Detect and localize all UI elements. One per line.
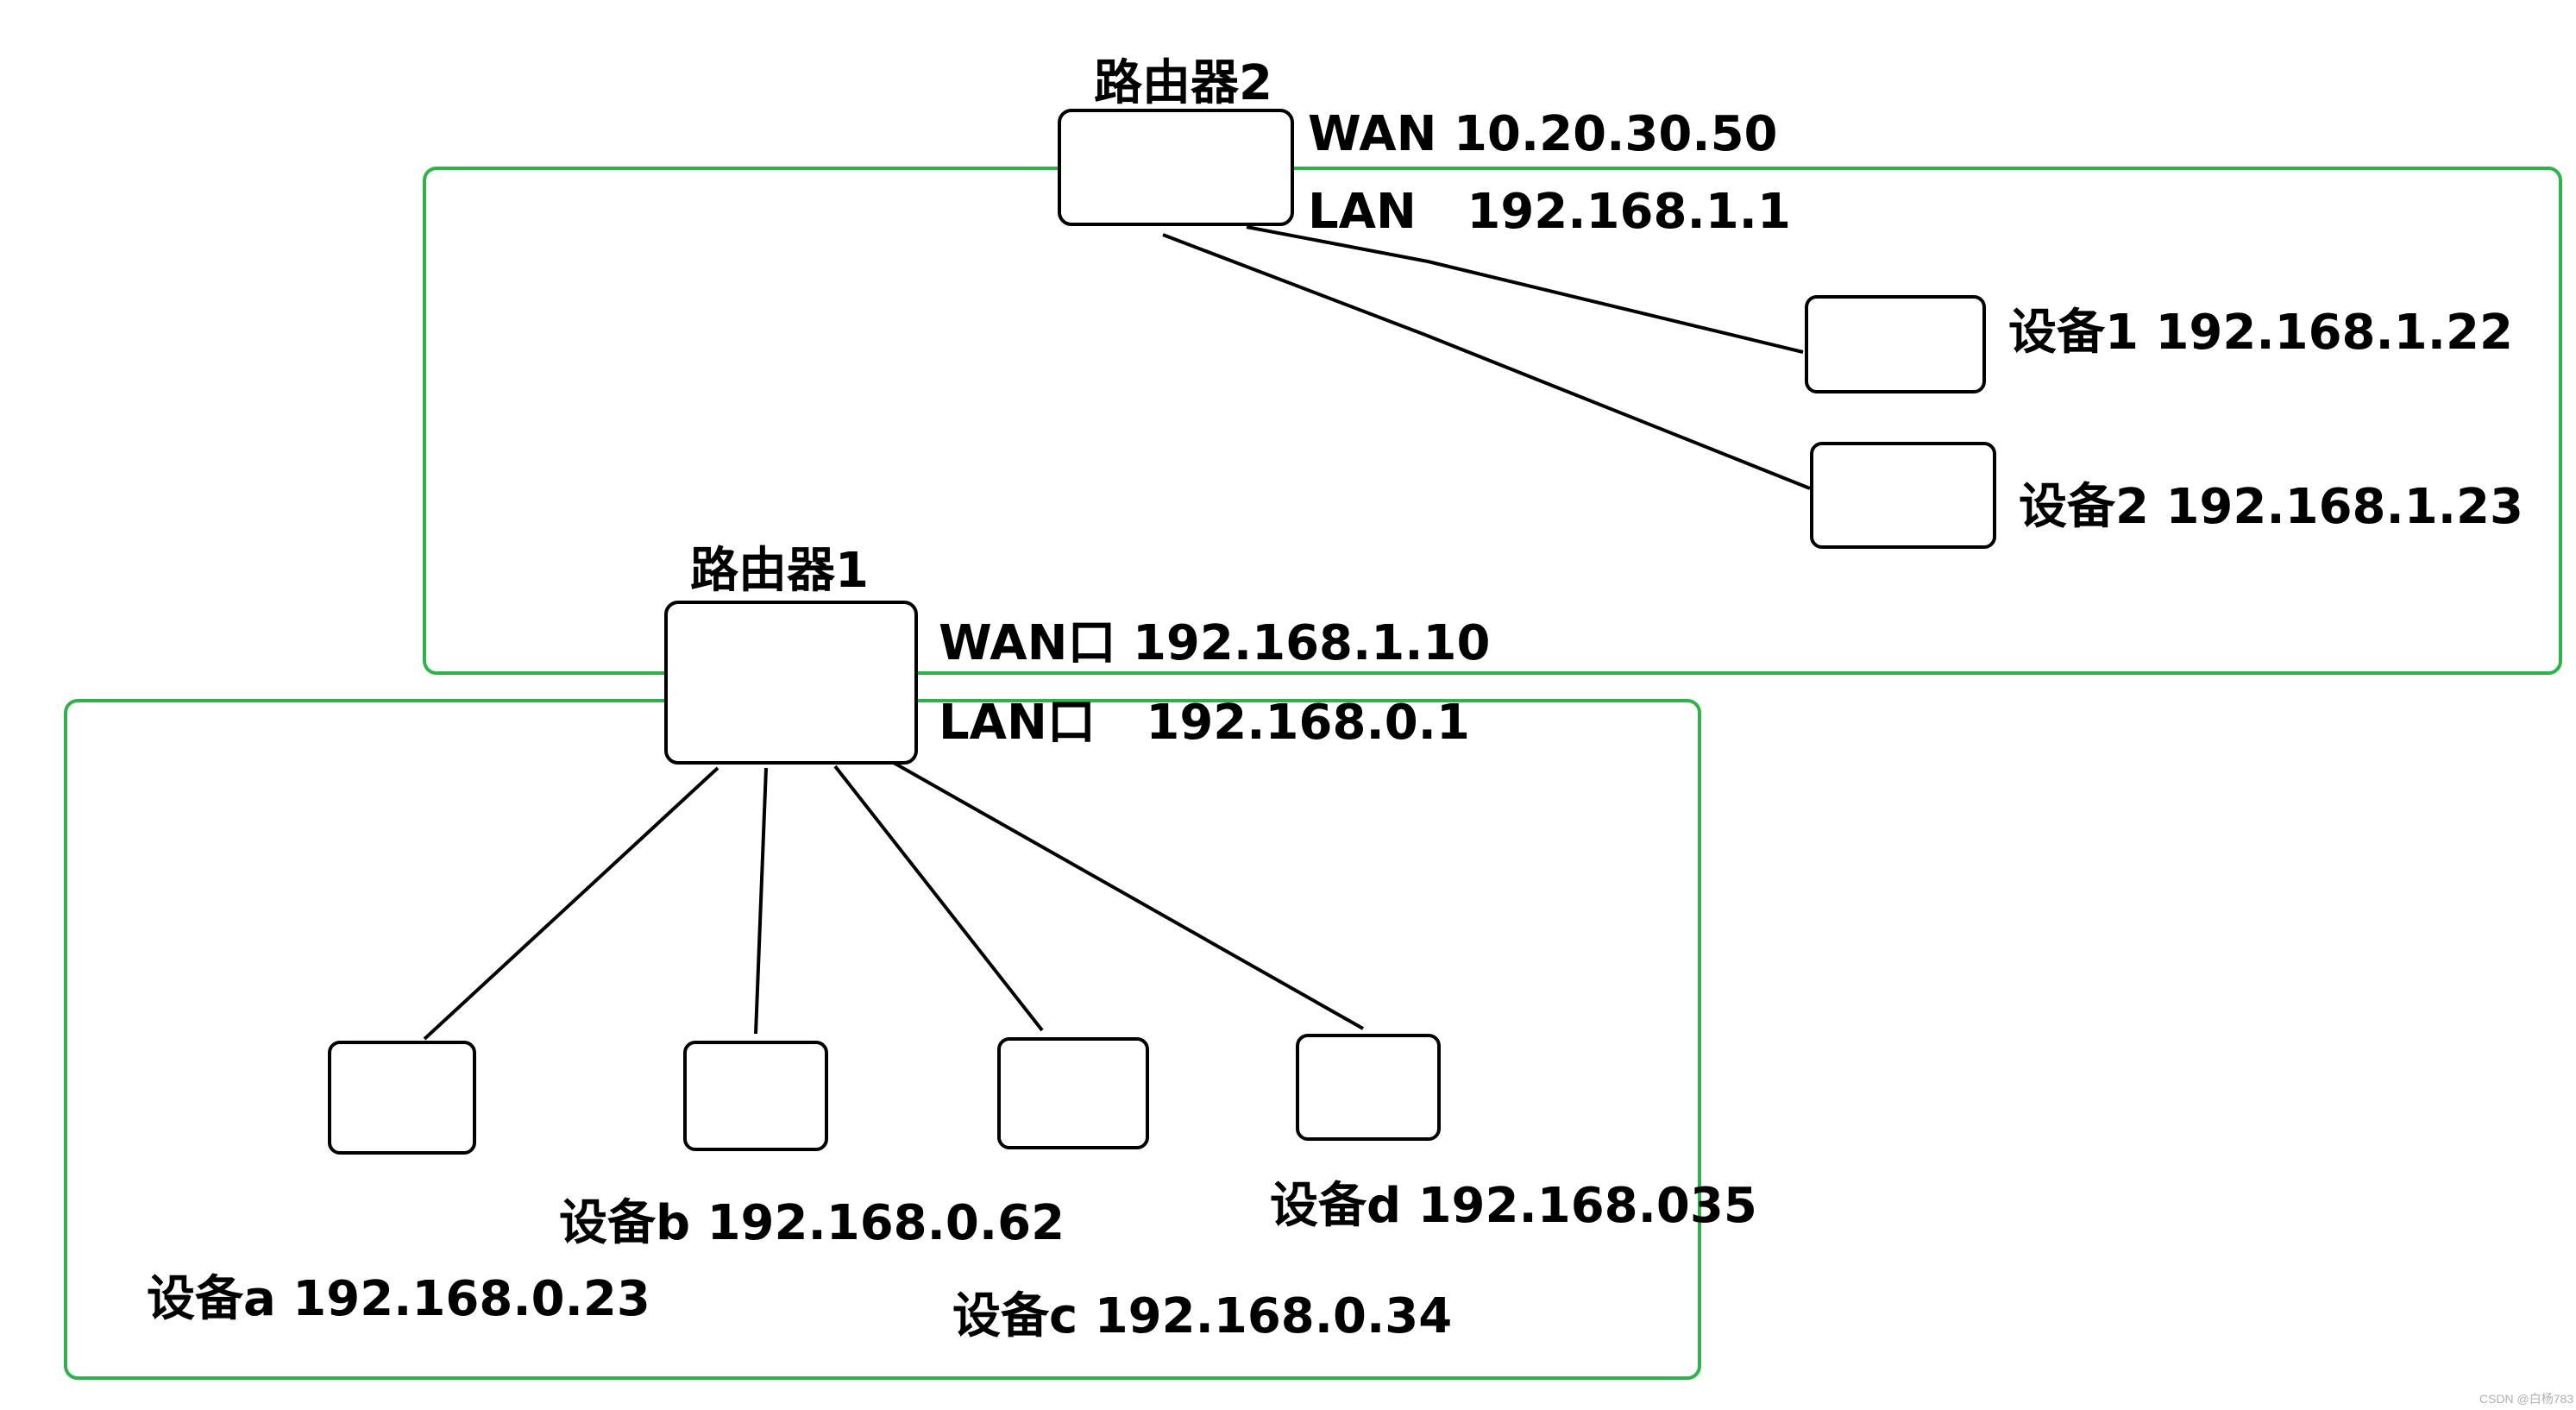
- device-d-label: 设备d 192.168.035: [1270, 1178, 1757, 1234]
- router2-lan-label: LAN 192.168.1.1: [1308, 184, 1791, 240]
- link-router1-device-c: [833, 765, 1044, 1032]
- router1-box: [664, 601, 918, 765]
- link-router2-device2: [1162, 233, 1811, 490]
- router2-wan-label: WAN 10.20.30.50: [1308, 106, 1778, 162]
- device-c-box: [997, 1037, 1149, 1149]
- device-a-label: 设备a 192.168.0.23: [147, 1271, 650, 1327]
- device2-label: 设备2 192.168.1.23: [2019, 479, 2523, 535]
- link-router2-device1: [1246, 225, 1804, 354]
- device-a-box: [328, 1041, 476, 1155]
- router2-box: [1058, 109, 1294, 226]
- device1-label: 设备1 192.168.1.22: [2008, 305, 2513, 361]
- router2-name-label: 路由器2: [1094, 55, 1272, 111]
- device-c-label: 设备c 192.168.0.34: [952, 1288, 1452, 1344]
- device-b-box: [683, 1041, 828, 1151]
- device-d-box: [1296, 1034, 1441, 1141]
- csdn-watermark: CSDN @白杨783: [2479, 1392, 2573, 1406]
- router1-name-label: 路由器1: [690, 543, 869, 599]
- router2-lan-network-boundary: [423, 167, 2562, 675]
- router1-wan-label: WAN口 192.168.1.10: [939, 615, 1490, 671]
- link-router1-device-b: [754, 767, 768, 1035]
- device1-box: [1805, 295, 1986, 393]
- router1-lan-label: LAN口 192.168.0.1: [939, 695, 1470, 751]
- link-router1-device-a: [423, 766, 719, 1041]
- device2-box: [1810, 442, 1996, 549]
- link-router1-device-d: [893, 761, 1364, 1030]
- device-b-label: 设备b 192.168.0.62: [559, 1195, 1065, 1251]
